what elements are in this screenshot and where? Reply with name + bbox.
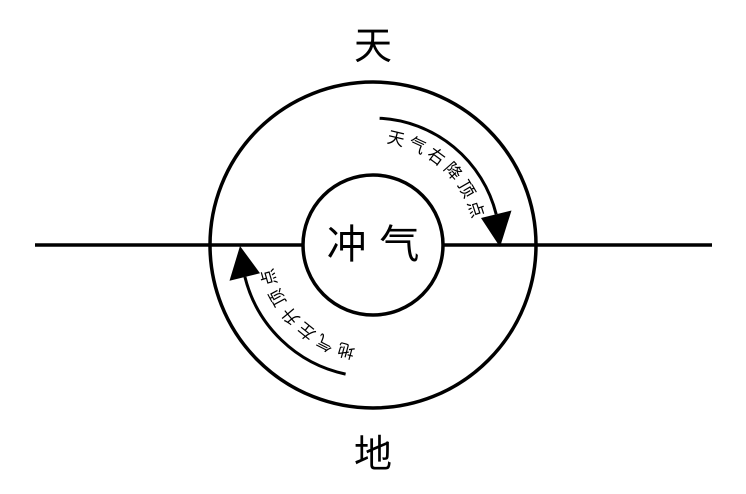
- upper-arrowhead: [481, 210, 512, 247]
- inner-circle: [301, 173, 445, 317]
- lower-arc-label: 地气左升顶点: [257, 262, 354, 361]
- lower-ascending-arrow: [229, 246, 346, 376]
- lower-arrowhead: [229, 246, 260, 281]
- lower-arc-label-text: 地气左升顶点: [257, 262, 358, 361]
- earth-label: 地: [354, 432, 392, 476]
- upper-arc-line: [379, 116, 498, 215]
- outer-circle: [208, 80, 538, 410]
- heaven-label: 天: [354, 24, 392, 68]
- upper-arc-label: 天气右降顶点: [385, 128, 484, 225]
- lower-arc-line: [243, 276, 346, 376]
- chong-qi-label: 冲 气: [327, 222, 420, 268]
- upper-arc-label-text: 天气右降顶点: [385, 128, 488, 225]
- upper-descending-arrow: [379, 116, 512, 247]
